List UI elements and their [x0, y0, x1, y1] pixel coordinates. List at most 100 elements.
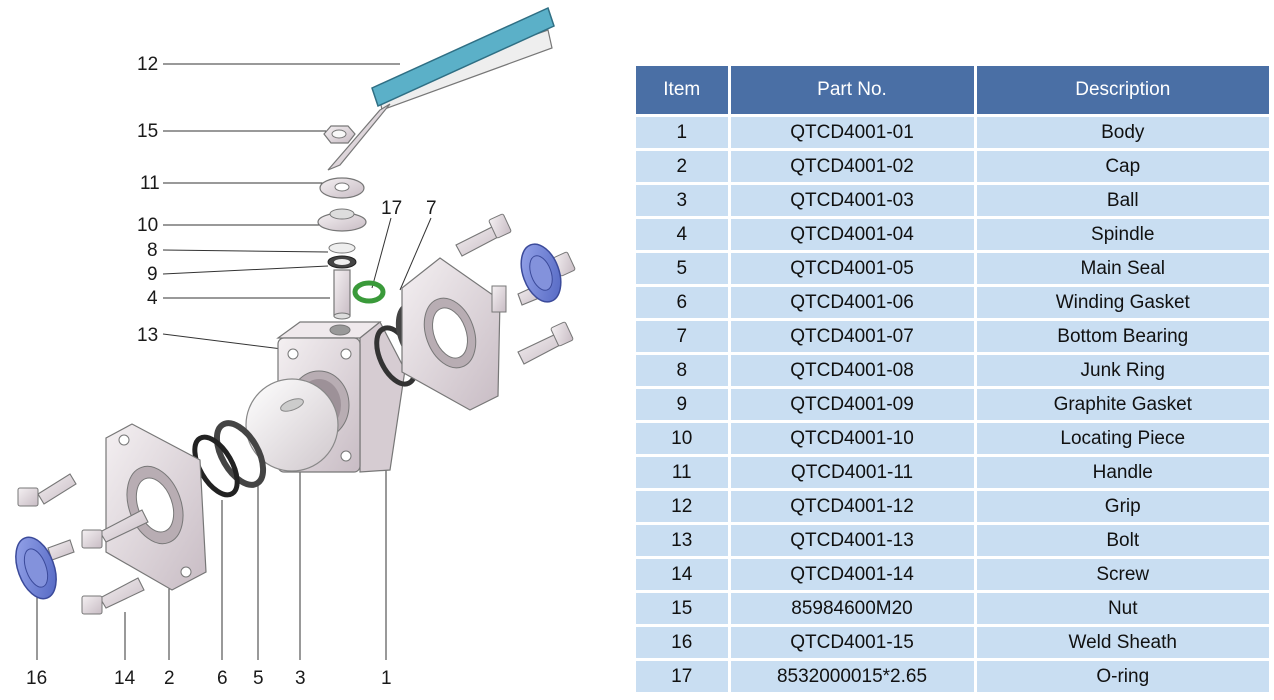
cell-description: Weld Sheath — [975, 624, 1269, 660]
leader-lines — [36, 63, 432, 660]
cell-item: 2 — [636, 148, 731, 184]
ball-part — [245, 378, 339, 472]
table-header-row: Item Part No. Description — [636, 66, 1269, 116]
callout-16: 16 — [26, 668, 47, 689]
cell-item: 14 — [636, 556, 731, 592]
callout-14: 14 — [114, 668, 136, 689]
callout-15: 15 — [137, 121, 158, 142]
cell-item: 9 — [636, 386, 731, 422]
callout-2: 2 — [164, 668, 175, 689]
cell-description: Locating Piece — [975, 420, 1269, 456]
callout-3: 3 — [295, 668, 306, 689]
left-cap-part — [105, 423, 207, 591]
cell-item: 5 — [636, 250, 731, 286]
cell-description: O-ring — [975, 658, 1269, 692]
cell-description: Nut — [975, 590, 1269, 626]
cell-description: Spindle — [975, 216, 1269, 252]
callout-10: 10 — [137, 215, 158, 236]
cell-description: Handle — [975, 454, 1269, 490]
callout-6: 6 — [217, 668, 228, 689]
cell-part-no: QTCD4001-03 — [729, 182, 977, 218]
cell-item: 4 — [636, 216, 731, 252]
cell-part-no: QTCD4001-01 — [729, 114, 977, 150]
cell-item: 8 — [636, 352, 731, 388]
callout-1: 1 — [381, 668, 392, 689]
cell-description: Cap — [975, 148, 1269, 184]
cell-part-no: QTCD4001-11 — [729, 454, 977, 490]
cell-part-no: QTCD4001-13 — [729, 522, 977, 558]
cell-item: 17 — [636, 658, 731, 692]
cell-item: 15 — [636, 590, 731, 626]
callout-8: 8 — [147, 240, 158, 261]
callout-9: 9 — [147, 264, 158, 285]
callout-12: 12 — [137, 54, 158, 75]
grip-part — [371, 6, 555, 108]
cell-description: Junk Ring — [975, 352, 1269, 388]
callout-4: 4 — [147, 288, 158, 309]
cell-part-no: 8532000015*2.65 — [729, 658, 977, 692]
cell-description: Main Seal — [975, 250, 1269, 286]
cell-part-no: QTCD4001-05 — [729, 250, 977, 286]
cell-item: 7 — [636, 318, 731, 354]
cell-part-no: QTCD4001-09 — [729, 386, 977, 422]
cell-item: 3 — [636, 182, 731, 218]
header-description: Description — [975, 66, 1269, 116]
cell-part-no: QTCD4001-06 — [729, 284, 977, 320]
cell-item: 6 — [636, 284, 731, 320]
left-bolts — [17, 473, 149, 615]
cell-part-no: QTCD4001-10 — [729, 420, 977, 456]
cell-description: Body — [975, 114, 1269, 150]
left-weld-sheath — [15, 536, 57, 600]
cell-description: Bolt — [975, 522, 1269, 558]
callout-13: 13 — [137, 325, 158, 346]
cell-part-no: QTCD4001-07 — [729, 318, 977, 354]
cell-part-no: 85984600M20 — [729, 590, 977, 626]
right-cap-part — [401, 257, 507, 411]
callout-7: 7 — [426, 198, 437, 219]
cell-description: Ball — [975, 182, 1269, 218]
callout-5: 5 — [253, 668, 264, 689]
cell-part-no: QTCD4001-02 — [729, 148, 977, 184]
header-item: Item — [636, 66, 731, 116]
cell-part-no: QTCD4001-08 — [729, 352, 977, 388]
cell-description: Graphite Gasket — [975, 386, 1269, 422]
cell-item: 1 — [636, 114, 731, 150]
cell-description: Winding Gasket — [975, 284, 1269, 320]
header-part-no: Part No. — [729, 66, 977, 116]
nut-part — [323, 125, 356, 144]
left-seals — [192, 420, 267, 498]
cell-part-no: QTCD4001-14 — [729, 556, 977, 592]
callout-11: 11 — [140, 173, 160, 194]
stem-stack — [317, 208, 367, 320]
cell-description: Screw — [975, 556, 1269, 592]
cell-part-no: QTCD4001-04 — [729, 216, 977, 252]
exploded-valve-diagram: 12 15 11 10 8 9 4 13 17 7 16 14 2 6 5 3 … — [15, 6, 576, 689]
cell-item: 11 — [636, 454, 731, 490]
cell-item: 16 — [636, 624, 731, 660]
cell-part-no: QTCD4001-15 — [729, 624, 977, 660]
cell-item: 10 — [636, 420, 731, 456]
cell-item: 13 — [636, 522, 731, 558]
cell-item: 12 — [636, 488, 731, 524]
cell-description: Grip — [975, 488, 1269, 524]
handle-part — [319, 6, 555, 199]
right-weld-sheath — [520, 243, 562, 303]
cell-part-no: QTCD4001-12 — [729, 488, 977, 524]
